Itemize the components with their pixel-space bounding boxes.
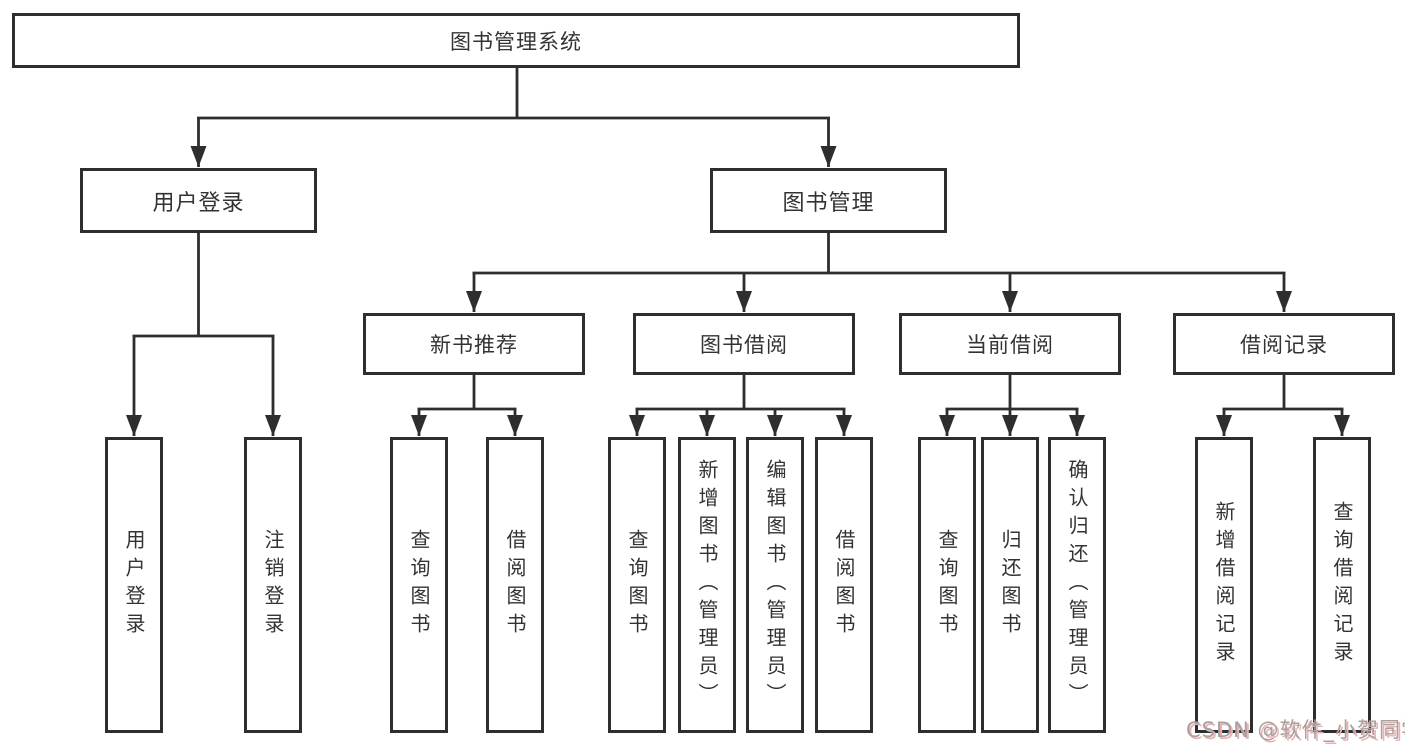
connector-book-management-children <box>466 233 1292 312</box>
leaf-edit-books-admin: 编辑图书（管理员） <box>746 437 804 733</box>
node-new-book-recommendation: 新书推荐 <box>363 313 585 375</box>
connector-user-login-children <box>126 233 281 436</box>
node-label: 图书借阅 <box>700 333 788 357</box>
leaf-query-books-borrowing: 查询图书 <box>608 437 666 733</box>
node-label: 注销登录 <box>261 529 285 641</box>
node-label: 图书管理系统 <box>450 29 582 54</box>
leaf-add-books-admin: 新增图书（管理员） <box>678 437 736 733</box>
node-label: 图书管理 <box>782 190 875 216</box>
leaf-user-login: 用户登录 <box>105 437 163 733</box>
node-label: 借阅记录 <box>1240 333 1328 357</box>
csdn-watermark: CSDN @软件_小贺同学 <box>1186 718 1405 742</box>
node-label: 新增图书（管理员） <box>695 459 719 711</box>
connector-new-book-recommendation-children <box>411 375 523 436</box>
leaf-confirm-return-admin: 确认归还（管理员） <box>1048 437 1106 733</box>
node-root: 图书管理系统 <box>12 13 1020 68</box>
leaf-logout-login: 注销登录 <box>244 437 302 733</box>
node-label: 用户登录 <box>122 529 146 641</box>
node-label: 用户登录 <box>152 190 245 216</box>
leaf-borrow-books-borrowing: 借阅图书 <box>815 437 873 733</box>
node-book-management: 图书管理 <box>710 168 947 233</box>
leaf-query-books-recommend: 查询图书 <box>390 437 448 733</box>
node-borrowing-records: 借阅记录 <box>1173 313 1395 375</box>
node-label: 当前借阅 <box>966 333 1054 357</box>
node-label: 新书推荐 <box>430 333 518 357</box>
node-label: 借阅图书 <box>503 529 527 641</box>
node-label: 查询图书 <box>407 529 431 641</box>
node-label: 归还图书 <box>998 529 1022 641</box>
leaf-add-borrow-record: 新增借阅记录 <box>1195 437 1253 733</box>
node-label: 编辑图书（管理员） <box>763 459 787 711</box>
leaf-query-books-current: 查询图书 <box>918 437 976 733</box>
leaf-borrow-books-recommend: 借阅图书 <box>486 437 544 733</box>
connector-current-borrowing-children <box>939 375 1085 436</box>
connector-book-borrowing-children <box>629 375 852 436</box>
leaf-query-borrow-record: 查询借阅记录 <box>1313 437 1371 733</box>
node-user-login: 用户登录 <box>80 168 317 233</box>
connector-borrowing-records-children <box>1216 375 1350 436</box>
node-label: 借阅图书 <box>832 529 856 641</box>
connector-root-to-level2 <box>190 68 837 167</box>
node-label: 确认归还（管理员） <box>1065 459 1089 711</box>
node-label: 查询图书 <box>935 529 959 641</box>
node-current-borrowing: 当前借阅 <box>899 313 1121 375</box>
node-label: 查询借阅记录 <box>1330 501 1354 669</box>
node-label: 新增借阅记录 <box>1212 501 1236 669</box>
node-label: 查询图书 <box>625 529 649 641</box>
node-book-borrowing: 图书借阅 <box>633 313 855 375</box>
leaf-return-books: 归还图书 <box>981 437 1039 733</box>
